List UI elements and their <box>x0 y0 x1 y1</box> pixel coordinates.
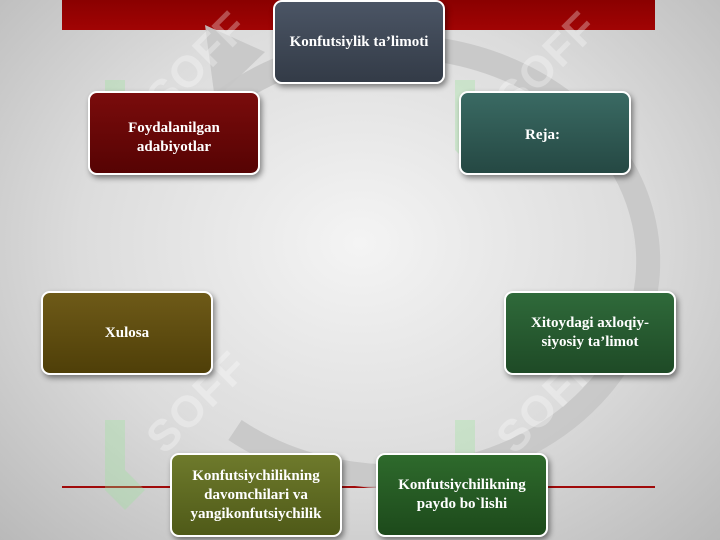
cycle-arrow-head <box>205 25 265 100</box>
node-label: Foydalanilgan adabiyotlar <box>128 120 220 155</box>
node-label: Xitoydagi axloqiy-siyosiy ta’limot <box>531 315 649 350</box>
node-label: Konfutsiychilikning paydo bo`lishi <box>398 477 526 512</box>
node-paydo-bolishi[interactable]: Konfutsiychilikning paydo bo`lishi <box>376 453 548 537</box>
node-reja[interactable]: Reja: <box>459 91 631 175</box>
node-foydalanilgan-adabiyotlar[interactable]: Foydalanilgan adabiyotlar <box>88 91 260 175</box>
node-xulosa[interactable]: Xulosa <box>41 291 213 375</box>
node-label: Xulosa <box>104 324 150 341</box>
node-xitoydagi-axloqiy[interactable]: Xitoydagi axloqiy-siyosiy ta’limot <box>504 291 676 375</box>
watermark-logo: SOFF <box>95 342 257 530</box>
node-davomchilari[interactable]: Konfutsiychilikning davomchilari va yang… <box>170 453 342 537</box>
node-label: Konfutsiylik ta’limoti <box>289 33 429 50</box>
node-label: Konfutsiychilikning davomchilari va yang… <box>190 467 322 522</box>
node-konfutsiylik-talimoti[interactable]: Konfutsiylik ta’limoti <box>273 0 445 84</box>
node-label: Reja: <box>525 127 560 143</box>
bottom-rule <box>62 486 655 488</box>
soff-logo-icon <box>105 420 145 510</box>
